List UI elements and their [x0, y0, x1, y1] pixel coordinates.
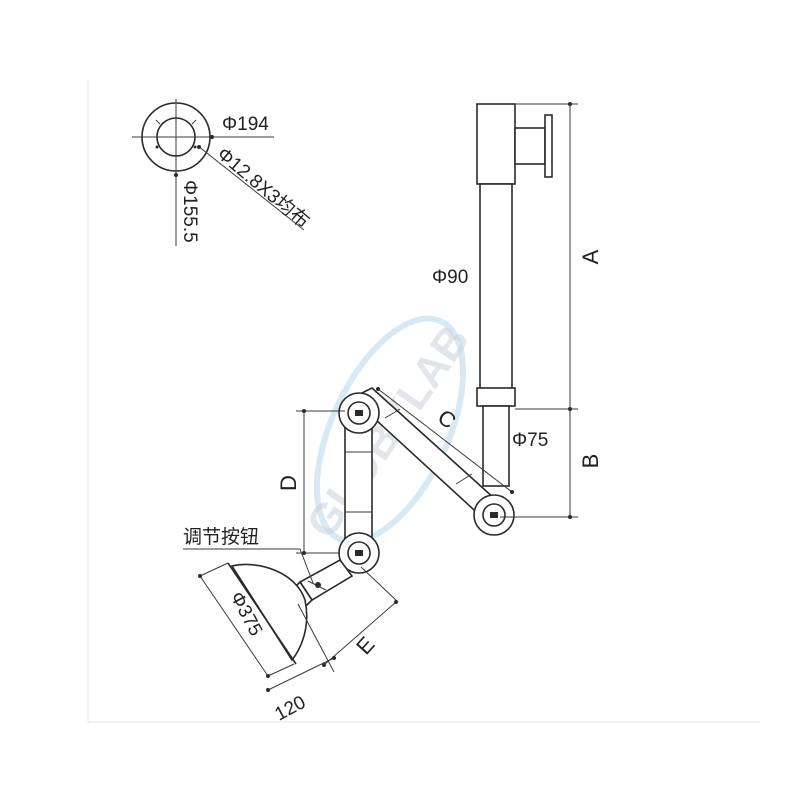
joint-lower-left[interactable]	[338, 532, 380, 574]
leader-dot	[174, 173, 178, 177]
hood-assembly	[227, 558, 354, 665]
flange-outer-diameter-label: Φ194	[222, 114, 269, 135]
frame-lines	[87, 80, 760, 723]
adjust-knob-mark	[307, 580, 327, 591]
dim-tick	[266, 688, 270, 692]
ext-line	[360, 566, 399, 603]
dim-e-label: E	[351, 632, 379, 660]
upper-pipe-diameter-label: Φ90	[432, 267, 468, 288]
flange-top-view: Φ194 Φ12.8X3均布 Φ155.5	[132, 99, 314, 246]
dim-tick	[198, 574, 202, 578]
knob-label: 调节按钮	[183, 526, 259, 548]
dim-tick	[332, 656, 336, 660]
dim-d-label: D	[276, 475, 301, 491]
hood-dome	[230, 563, 308, 662]
arm-band	[384, 408, 401, 419]
dim-tick	[510, 490, 514, 494]
bolt-circle-label: Φ155.5	[179, 180, 200, 243]
dim-tick	[302, 409, 306, 413]
upper-pipe: Φ90 Φ75	[432, 183, 548, 487]
bolt-hole-mark	[155, 119, 161, 125]
bolt-hole-leader	[197, 145, 305, 231]
joint-knob-icon	[355, 410, 363, 416]
joint-knob-icon	[490, 512, 498, 518]
ceiling-mount	[476, 103, 553, 185]
dim-line-c	[377, 388, 513, 493]
dimension-hood-offset: 120	[266, 656, 336, 725]
mount-block	[476, 103, 516, 185]
dimension-d: D	[276, 409, 345, 555]
leader-dot	[210, 135, 214, 139]
bolt-hole-dot	[155, 145, 159, 149]
joint-knob-icon	[355, 550, 363, 556]
dim-tick	[302, 551, 306, 555]
dim-tick	[376, 387, 380, 391]
dim-tick	[394, 600, 398, 604]
lower-pipe-body	[482, 405, 510, 487]
vertical-arm	[344, 419, 373, 549]
hood-offset-label: 120	[271, 692, 309, 725]
knob-callout: 调节按钮	[183, 526, 314, 584]
dim-line-e	[323, 601, 397, 666]
ext-line	[199, 562, 229, 577]
upper-pipe-body	[479, 183, 513, 391]
dim-tick	[322, 663, 326, 667]
dim-tick	[266, 674, 270, 678]
dim-tick	[568, 515, 572, 519]
dim-b-label: B	[578, 454, 603, 469]
vertical-arm-body	[344, 419, 373, 549]
joint-right[interactable]	[473, 494, 515, 536]
bolt-hole-mark	[191, 119, 197, 125]
bolt-hole-dot	[193, 145, 197, 149]
dim-line-hood	[199, 575, 269, 677]
dim-a-label: A	[578, 249, 603, 264]
dim-tick	[568, 407, 572, 411]
arm-band	[455, 473, 473, 485]
knob-leader	[183, 548, 314, 584]
dimension-a-b: A B	[500, 102, 603, 519]
pipe-coupling	[476, 387, 516, 407]
dim-tick	[568, 102, 572, 106]
dim-line-120	[267, 657, 335, 691]
leader-dot	[197, 145, 201, 149]
mount-bracket	[514, 127, 546, 165]
hood-rim	[227, 562, 297, 665]
ext-line	[267, 663, 295, 677]
bolt-holes-label: Φ12.8X3均布	[213, 143, 314, 233]
lower-pipe-diameter-label: Φ75	[512, 430, 548, 451]
joint-upper-left[interactable]	[338, 392, 380, 434]
mount-plate	[544, 114, 553, 178]
